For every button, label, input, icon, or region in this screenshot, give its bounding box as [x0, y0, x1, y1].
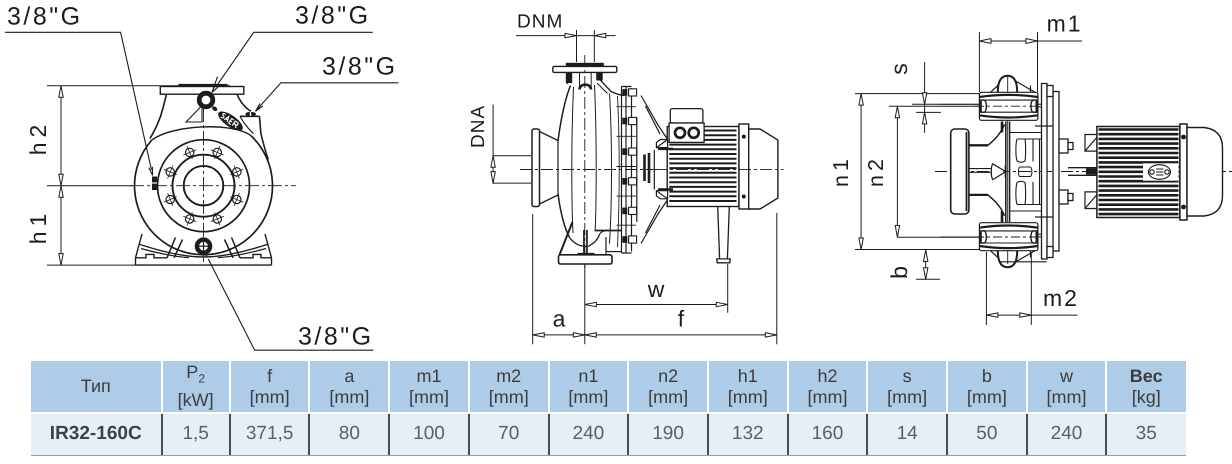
svg-text:DNM: DNM [517, 12, 563, 33]
svg-text:b: b [886, 264, 912, 279]
svg-text:3/8"G: 3/8"G [7, 3, 83, 31]
svg-text:3/8"G: 3/8"G [322, 53, 398, 81]
svg-text:3/8"G: 3/8"G [295, 2, 371, 30]
svg-text:m1: m1 [1047, 11, 1083, 37]
svg-text:a: a [553, 306, 566, 332]
svg-text:f: f [678, 306, 685, 332]
svg-text:DNA: DNA [468, 105, 489, 148]
svg-text:w: w [647, 276, 665, 302]
svg-text:h2: h2 [25, 120, 51, 156]
svg-text:s: s [886, 61, 912, 75]
svg-text:m2: m2 [1043, 285, 1079, 311]
svg-text:n1: n1 [829, 155, 853, 187]
svg-text:n2: n2 [864, 155, 888, 187]
svg-text:h1: h1 [25, 209, 51, 245]
svg-text:3/8"G: 3/8"G [298, 323, 374, 351]
